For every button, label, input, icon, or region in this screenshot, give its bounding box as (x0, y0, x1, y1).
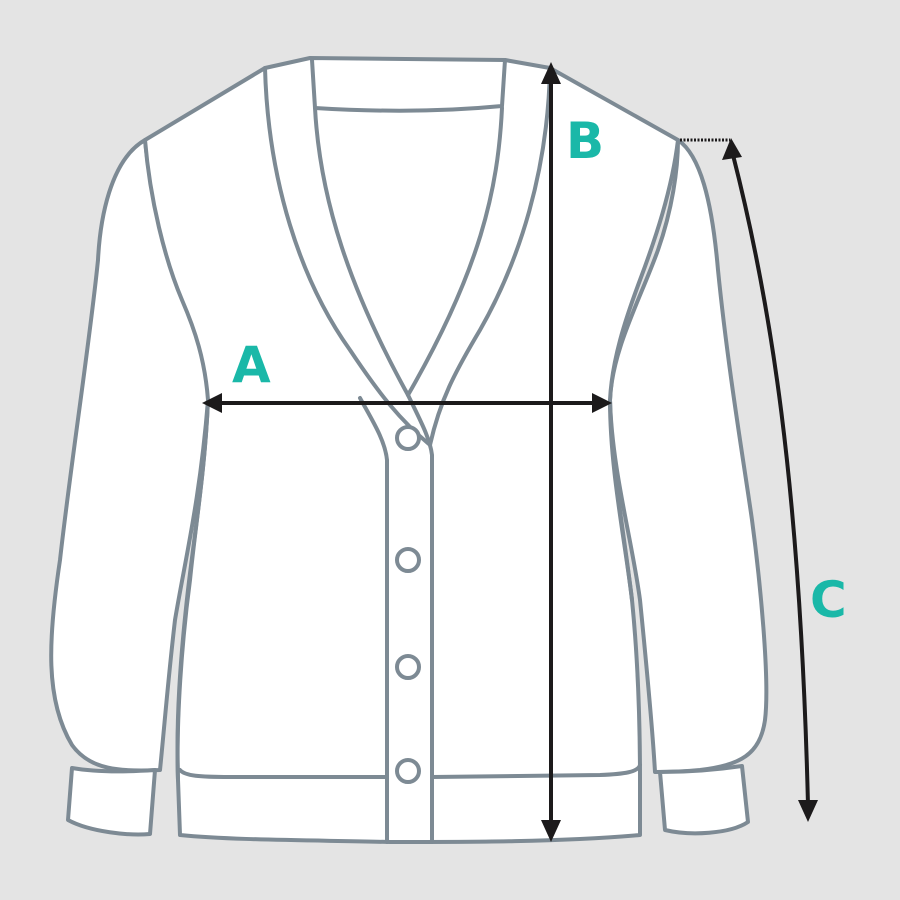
button-2 (395, 547, 421, 573)
measure-b-bottom-arrow-icon (541, 820, 561, 842)
left-collar-outer (263, 66, 432, 447)
right-side-seam (608, 398, 634, 602)
measure-c-label: C (810, 571, 847, 629)
hem-band-right (430, 763, 642, 779)
button-4 (395, 758, 421, 784)
placket-left-edge (358, 396, 389, 844)
left-cuff (66, 766, 157, 837)
right-collar-inner (406, 106, 504, 397)
measure-a-label: A (232, 336, 271, 394)
left-collar-inner (313, 106, 410, 397)
button-1 (395, 425, 421, 451)
measure-c-bottom-arrow-icon (798, 800, 818, 822)
measure-c-line (731, 154, 810, 806)
hem-band-left (178, 768, 389, 779)
button-3 (395, 654, 421, 680)
right-collar-outer (428, 66, 552, 447)
right-cuff (658, 764, 750, 836)
left-side-seam (175, 398, 210, 782)
measure-b-label: B (566, 112, 605, 170)
measure-c-top-arrow-icon (722, 138, 742, 160)
measure-a-left-arrow-icon (202, 393, 222, 413)
collar-back-band (310, 58, 507, 113)
measure-b-top-arrow-icon (541, 62, 561, 84)
measure-a-right-arrow-icon (592, 393, 612, 413)
